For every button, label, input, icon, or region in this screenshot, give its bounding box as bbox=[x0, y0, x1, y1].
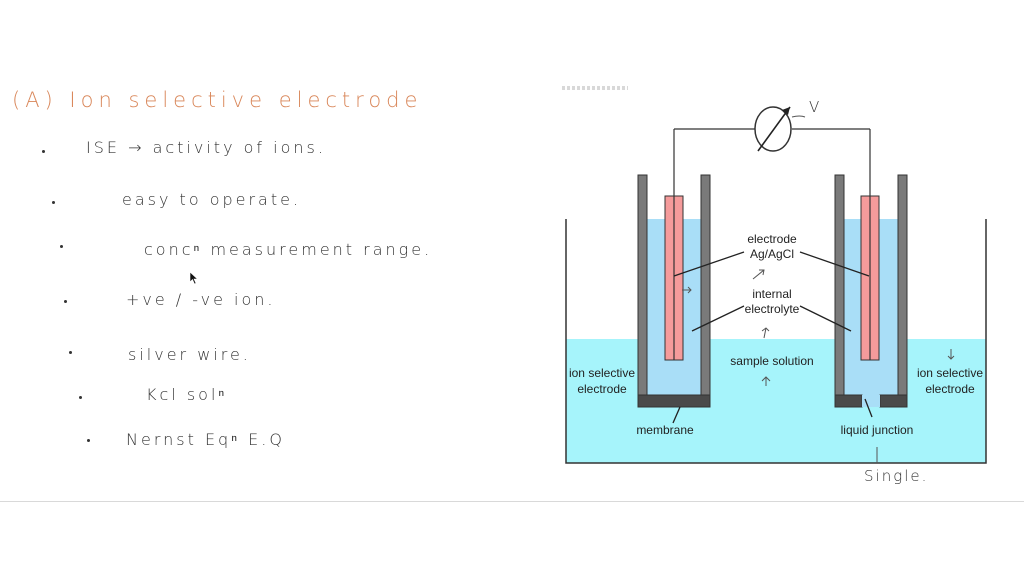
bullet bbox=[87, 439, 90, 442]
note-item-nernst: Nernst Eqⁿ E.Q bbox=[126, 430, 285, 449]
label-ag-agcl: Ag/AgCl bbox=[749, 247, 795, 261]
bullet bbox=[69, 351, 72, 354]
label-internal: internal bbox=[752, 287, 792, 301]
bullet bbox=[64, 300, 67, 303]
annotation-single: Single. bbox=[864, 467, 929, 485]
meter-label-v: V bbox=[809, 98, 820, 116]
note-item-range: concⁿ measurement range. bbox=[144, 240, 433, 259]
section-heading: (A) Ion selective electrode bbox=[12, 88, 423, 112]
bullet bbox=[52, 201, 55, 204]
note-item-easy: easy to operate. bbox=[122, 190, 302, 209]
label-electrode: electrode bbox=[747, 232, 797, 246]
label-liquid-junction: liquid junction bbox=[840, 423, 914, 437]
bullet bbox=[60, 245, 63, 248]
label-ise-left-2: electrode bbox=[577, 382, 627, 396]
bullet bbox=[42, 150, 45, 153]
label-electrolyte: electrolyte bbox=[744, 302, 800, 316]
label-sample-solution: sample solution bbox=[730, 354, 814, 368]
label-ise-right-2: electrode bbox=[925, 382, 975, 396]
note-item-ion: +ve / -ve ion. bbox=[126, 290, 276, 309]
faint-caption bbox=[562, 86, 628, 90]
cell-drawing bbox=[565, 106, 987, 464]
bottom-divider bbox=[0, 501, 1024, 502]
note-item-kcl: Kcl solⁿ bbox=[146, 385, 228, 404]
bullet bbox=[79, 396, 82, 399]
mouse-cursor-icon bbox=[189, 271, 199, 285]
label-membrane: membrane bbox=[636, 423, 694, 437]
ise-cell-diagram: electrode Ag/AgCl internal electrolyte s… bbox=[560, 95, 1000, 495]
note-item-silver: silver wire. bbox=[128, 345, 251, 364]
label-ise-left: ion selective bbox=[568, 366, 636, 380]
label-ise-right: ion selective bbox=[916, 366, 984, 380]
note-item-ise: ISE → activity of ions. bbox=[86, 138, 326, 157]
